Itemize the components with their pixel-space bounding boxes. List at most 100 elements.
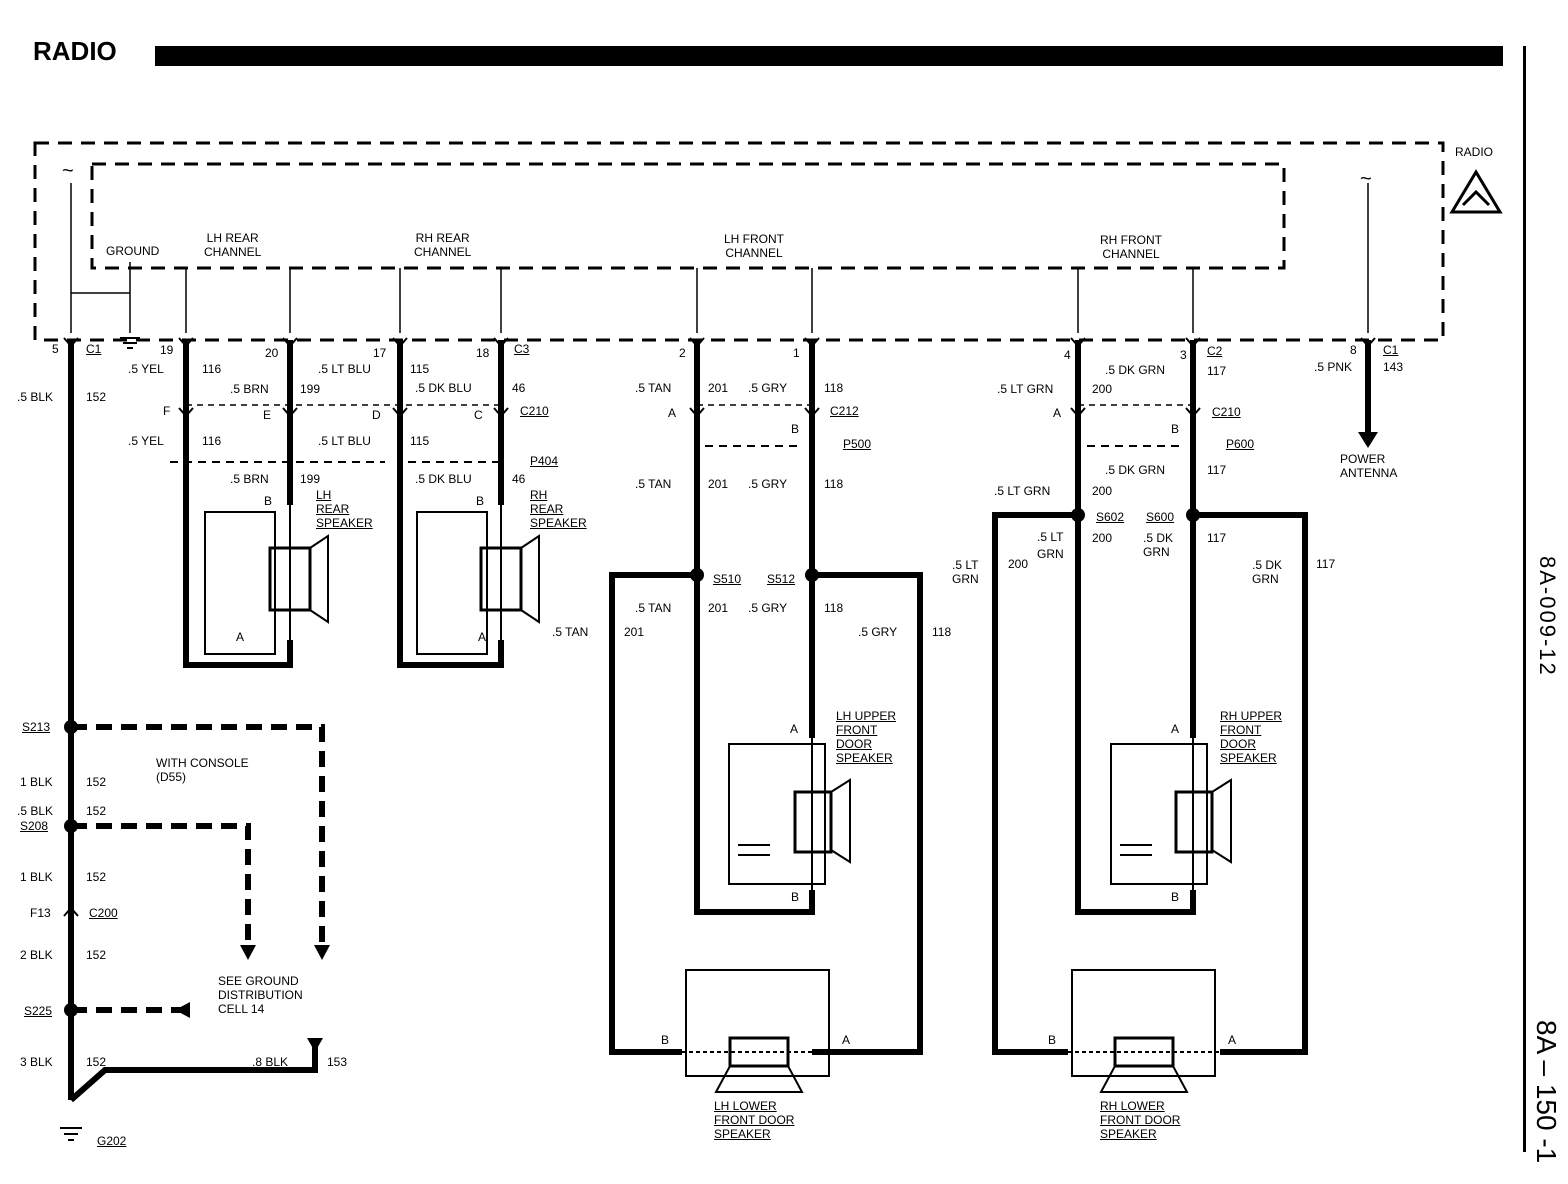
pin-label: 3 [1180,348,1187,362]
wire-color-label: .8 BLK [252,1055,289,1069]
connector-label: C210 [1212,405,1241,419]
connector-label: C3 [514,342,530,356]
title-bar [155,46,1503,66]
rh-rear-speaker-symbol [416,505,540,655]
circuit-number: 152 [86,390,107,404]
rh-rear-channel-label: RH REAR CHANNEL [414,231,472,259]
page-border-line [1523,46,1526,1152]
splice-label: S225 [24,1004,53,1018]
lh-upper-front-door-speaker-label: LH UPPER FRONT DOOR SPEAKER [836,709,897,765]
circuit-number: 200 [1092,531,1113,545]
circuit-number: 201 [708,477,729,491]
wire-color-label: .5 TAN [635,381,672,395]
wire-color-label: 1 BLK [20,775,53,789]
ground-distribution-note: SEE GROUND DISTRIBUTION CELL 14 [218,974,303,1016]
splice-dots [64,508,1200,1017]
circuit-number: 118 [824,477,844,491]
circuit-number: 152 [86,775,107,789]
circuit-number: 118 [932,625,952,639]
connector-label: P600 [1226,437,1255,451]
lh-front-channel-label: LH FRONT CHANNEL [724,232,784,260]
circuit-number: 115 [410,434,430,448]
pin-label: A [842,1033,851,1047]
circuit-number: 153 [327,1055,348,1069]
pigtail-dash-lines [170,445,1180,463]
lh-rear-speaker-label: LH REAR SPEAKER [316,488,373,530]
pin-label: 20 [265,346,279,360]
pin-label: D [372,408,381,422]
ground-label: GROUND [106,244,160,258]
pin-label: A [790,722,799,736]
wire-color-label: .5 YEL [128,362,164,376]
wire-color-label: .5 BLK [17,804,54,818]
radio-label: RADIO [1455,145,1494,159]
antenna-tilde-icon: ~ [1360,168,1372,190]
radio-ground-symbol [120,337,140,349]
circuit-number: 117 [1316,557,1336,571]
circuit-number: 199 [300,472,321,486]
power-antenna-arrow [1358,432,1378,448]
pin-label: A [1171,722,1180,736]
pin-label: 4 [1064,348,1071,362]
pin-label: A [478,630,487,644]
splice-label: S600 [1146,510,1175,524]
circuit-number: 117 [1207,531,1227,545]
wire-color-label: .5 LT BLU [318,362,371,376]
wire-color-label: .5 LT GRN [952,558,979,586]
circuit-number: 116 [202,362,222,376]
circuit-number: 152 [86,870,107,884]
circuit-number: 143 [1383,360,1404,374]
wire-color-label: .5 BRN [230,472,269,486]
circuit-number: 201 [624,625,645,639]
splice-label: S602 [1096,510,1125,524]
wire-color-label: .5 LT GRN [997,382,1054,396]
wire-color-label: .5 DK GRN [1105,363,1166,377]
wire-color-label: GRN [1037,547,1064,561]
pin-label: B [476,494,485,508]
wire-color-label: 3 BLK [20,1055,53,1069]
connector-label: C212 [830,404,859,418]
pin-label: 5 [52,342,59,356]
page-title: RADIO [33,36,117,66]
pin-label: 18 [476,346,490,360]
rh-front-channel-label: RH FRONT CHANNEL [1100,233,1162,261]
connector-label: P500 [843,437,872,451]
wire-color-label: 2 BLK [20,948,53,962]
circuit-number: 200 [1092,382,1113,396]
wire-color-label: 1 BLK [20,870,53,884]
radio-outer-box [33,141,1445,342]
circuit-number: 116 [202,434,222,448]
pin-label: C [474,408,483,422]
wire-color-label: .5 BRN [230,382,269,396]
wire-color-label: .5 GRY [748,477,788,491]
antenna-tilde-icon: ~ [62,160,74,182]
pin-label: B [1171,890,1180,904]
console-note: WITH CONSOLE (D55) [156,756,249,784]
rh-upper-front-door-speaker-symbol [1110,738,1232,890]
wire-color-label: .5 DK GRN [1143,531,1174,559]
circuit-number: 115 [410,362,430,376]
esd-warning-icon [1449,169,1503,214]
wire-color-label: .5 GRY [748,381,788,395]
splice-label: S208 [20,819,49,833]
circuit-number: 46 [512,381,526,395]
pin-label: B [264,494,273,508]
wire-color-label: .5 TAN [635,601,672,615]
connector-label: P404 [530,454,559,468]
pin-label: 2 [679,346,686,360]
wire-color-label: .5 LT [1037,530,1064,544]
lh-lower-front-door-speaker-symbol [682,969,830,1093]
connector-chevrons [63,337,1376,917]
circuit-number: 117 [1207,364,1227,378]
pin-label: B [791,422,800,436]
connector-label: C1 [1383,343,1399,357]
circuit-number: 117 [1207,463,1227,477]
pin-label: B [1171,422,1180,436]
wire-color-label: .5 TAN [552,625,589,639]
wire-color-label: .5 DK BLU [415,472,472,486]
connector-label: C1 [86,342,102,356]
lh-lower-front-door-speaker-label: LH LOWER FRONT DOOR SPEAKER [714,1099,795,1141]
pin-label: E [263,408,272,422]
g202-ground-symbol [60,1127,82,1141]
wire-color-label: .5 DK GRN [1105,463,1166,477]
